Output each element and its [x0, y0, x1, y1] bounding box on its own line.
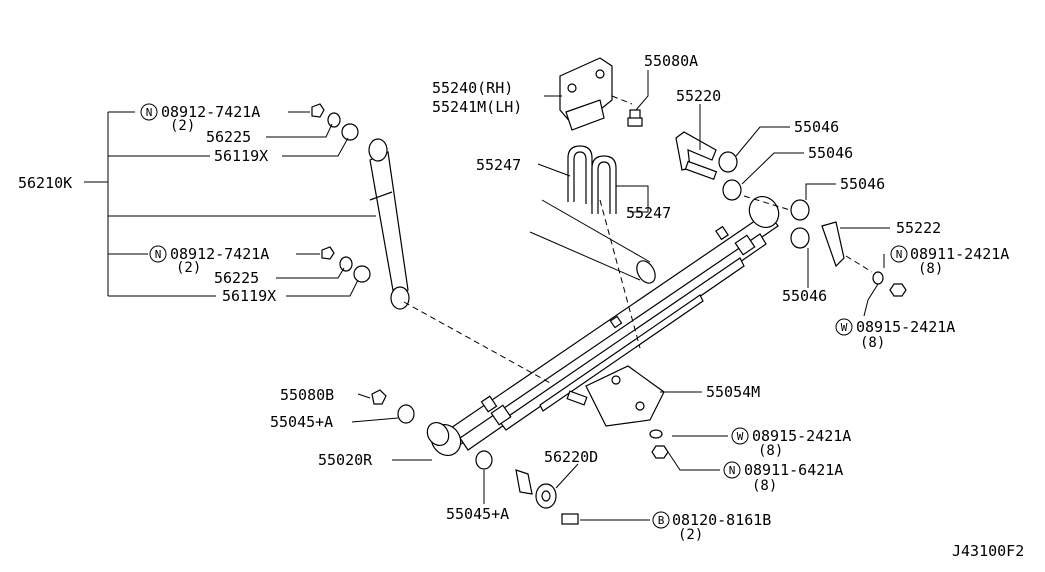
callout-b-bolt-circle: [652, 511, 670, 529]
callout-w-plate-prefix: W: [737, 430, 744, 443]
label-55080a: 55080A: [644, 52, 698, 70]
bracket-56220d: [515, 469, 557, 509]
shock-fasteners-top: [311, 103, 359, 141]
plate-55054m: [566, 365, 665, 427]
callout-n-plate-code: 08911-6421A: [744, 461, 843, 479]
label-55054m: 55054M: [706, 383, 760, 401]
u-bolts: [567, 145, 617, 214]
label-55046-a: 55046: [794, 118, 839, 136]
label-56225-bot: 56225: [214, 269, 259, 287]
callout-w-right-code: 08915-2421A: [856, 318, 955, 336]
label-55247-a: 55247: [476, 156, 521, 174]
callout-w-right-qty: (8): [860, 335, 885, 351]
bolt-55080a: [627, 109, 643, 127]
callout-n-top-code: 08912-7421A: [161, 103, 260, 121]
bushings-55046: [718, 151, 810, 249]
bolt-08120: [561, 513, 579, 525]
callout-b-bolt-prefix: B: [658, 514, 665, 527]
shackle-pins: [675, 131, 718, 181]
plate-fasteners: [649, 429, 669, 459]
callout-n-mid-prefix: N: [155, 248, 162, 261]
label-56220d: 56220D: [544, 448, 598, 466]
label-55247-b: 55247: [626, 204, 671, 222]
callout-n-plate-qty: (8): [752, 478, 777, 494]
callout-n-plate-circle: [723, 461, 741, 479]
label-55080b: 55080B: [280, 386, 334, 404]
callout-n-right-qty: (8): [918, 261, 943, 277]
label-55241m-lh: 55241M(LH): [432, 98, 522, 116]
callout-w-plate-code: 08915-2421A: [752, 427, 851, 445]
label-56119x-top: 56119X: [214, 147, 268, 165]
callout-n-right-code: 08911-2421A: [910, 245, 1009, 263]
label-55046-c: 55046: [840, 175, 885, 193]
label-55240-rh: 55240(RH): [432, 79, 513, 97]
diagram-id: J43100F2: [952, 542, 1024, 560]
label-56119x-bot: 56119X: [222, 287, 276, 305]
alignment-lines: [403, 95, 873, 385]
callout-b-bolt-code: 08120-8161B: [672, 511, 771, 529]
label-55020r: 55020R: [318, 451, 373, 469]
label-55046-d: 55046: [782, 287, 827, 305]
leader-lines: [84, 70, 890, 521]
callout-w-plate-circle: [731, 427, 749, 445]
callout-n-mid-code: 08912-7421A: [170, 245, 269, 263]
leaf-spring: [426, 195, 780, 457]
front-eye-fasteners: [371, 389, 493, 470]
callout-n-right-prefix: N: [896, 248, 903, 261]
callout-w-plate-qty: (8): [758, 443, 783, 459]
callout-n-right-circle: [890, 245, 908, 263]
label-55046-b: 55046: [808, 144, 853, 162]
callout-n-top-qty: (2): [170, 118, 195, 134]
callout-n-plate-prefix: N: [729, 464, 736, 477]
shock-fasteners-bottom: [321, 246, 371, 283]
callout-w-right-prefix: W: [841, 321, 848, 334]
spring-hanger-bracket: [559, 57, 613, 131]
label-55222: 55222: [896, 219, 941, 237]
callout-n-top-prefix: N: [146, 106, 153, 119]
axle-housing: [529, 199, 656, 284]
label-55045-top: 55045+A: [270, 413, 333, 431]
shock-absorber: [368, 138, 410, 310]
label-56210k: 56210K: [18, 174, 72, 192]
shackle-plate: [821, 221, 845, 268]
callout-b-bolt-qty: (2): [678, 527, 703, 543]
callout-n-mid-qty: (2): [176, 260, 201, 276]
callout-w-right-circle: [835, 318, 853, 336]
callout-n-mid-circle: [149, 245, 167, 263]
label-55220: 55220: [676, 87, 721, 105]
callout-n-top-circle: [140, 103, 158, 121]
label-56225-top: 56225: [206, 128, 251, 146]
label-55045-bot: 55045+A: [446, 505, 509, 523]
